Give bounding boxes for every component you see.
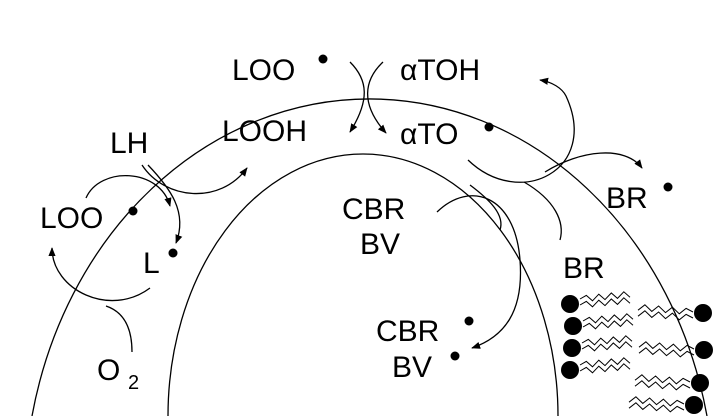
lipid-head-8 bbox=[685, 396, 703, 414]
label-bv-bottom: BV bbox=[392, 351, 432, 384]
label-cbr-bottom: CBR bbox=[376, 315, 439, 348]
label-br-right: BR bbox=[606, 182, 648, 215]
lipid-tail-12 bbox=[638, 347, 695, 358]
radical-dot-ato bbox=[484, 122, 494, 132]
arrow-cbr-to-cbr-radical bbox=[436, 195, 522, 349]
lipid-tail-4 bbox=[582, 319, 634, 330]
radical-dot-cbr-bottom bbox=[464, 316, 474, 326]
arrow-loo-to-looh bbox=[349, 61, 365, 133]
lipid-head-1 bbox=[561, 295, 579, 313]
label-bv-top: BV bbox=[360, 228, 400, 261]
arrow-atoh-to-ato bbox=[366, 61, 387, 134]
outer-membrane-arc bbox=[31, 98, 708, 416]
label-loo-top: LOO bbox=[232, 54, 295, 87]
lipid-head-2 bbox=[564, 317, 582, 335]
lipid-tail-7 bbox=[579, 357, 631, 368]
lipid-head-5 bbox=[694, 304, 712, 322]
label-loo-left: LOO bbox=[40, 202, 103, 235]
lipid-tail-6 bbox=[581, 341, 633, 352]
radical-dot-loo-top bbox=[318, 54, 328, 64]
lipid-head-3 bbox=[563, 339, 581, 357]
lipid-bilirubin-group bbox=[561, 291, 713, 414]
arrow-lh-to-looh bbox=[141, 164, 248, 195]
label-l: L bbox=[143, 247, 160, 280]
lipid-tail-10 bbox=[637, 310, 694, 321]
lipid-tail-2 bbox=[579, 297, 631, 308]
line-membrane-junction bbox=[469, 184, 502, 231]
lipid-tail-3 bbox=[582, 313, 634, 324]
radical-dot-br-right bbox=[663, 182, 673, 192]
radical-dot-l bbox=[168, 248, 178, 258]
label-ato: αTO bbox=[400, 118, 458, 151]
label-cbr-top: CBR bbox=[342, 193, 405, 226]
arrow-ato-regeneration bbox=[467, 77, 575, 183]
radical-dot-loo-left bbox=[128, 206, 138, 216]
lipid-tail-5 bbox=[581, 335, 633, 346]
lipid-tail-13 bbox=[634, 374, 691, 385]
label-looh: LOOH bbox=[222, 115, 307, 148]
arrow-l-to-loo-cycle bbox=[48, 247, 151, 302]
arrow-lh-to-l bbox=[147, 164, 183, 244]
lipid-head-4 bbox=[561, 361, 579, 379]
lipid-tail-9 bbox=[637, 304, 694, 315]
radical-dot-bv-bottom bbox=[450, 351, 460, 361]
lipid-tail-14 bbox=[634, 380, 691, 391]
label-lh: LH bbox=[110, 127, 148, 160]
lipid-head-6 bbox=[695, 341, 713, 359]
line-br-descent bbox=[523, 181, 562, 241]
label-atoh: αTOH bbox=[400, 54, 480, 87]
arrow-to-br-radical bbox=[544, 152, 643, 173]
lipid-tail-8 bbox=[579, 363, 631, 374]
lipid-tail-16 bbox=[628, 402, 685, 413]
inner-membrane-arc bbox=[167, 153, 559, 416]
lipid-head-7 bbox=[691, 374, 709, 392]
lipid-tail-15 bbox=[628, 396, 685, 407]
label-o2-subscript: 2 bbox=[128, 372, 139, 394]
lipid-tail-11 bbox=[638, 341, 695, 352]
label-br-lipid: BR bbox=[563, 252, 605, 285]
label-o2: O bbox=[97, 354, 120, 387]
lipid-tail-1 bbox=[579, 291, 631, 302]
arrow-loo-to-l-cycle bbox=[85, 175, 172, 207]
arrow-o2-input bbox=[105, 305, 133, 353]
